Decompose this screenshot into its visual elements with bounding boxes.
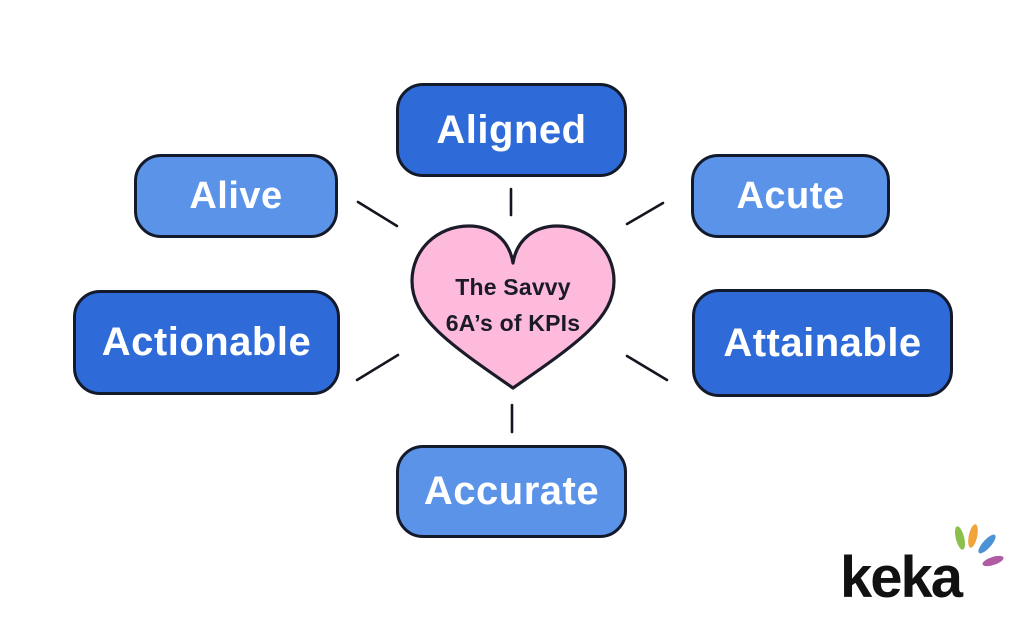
- node-actionable: Actionable: [73, 290, 340, 395]
- node-attainable: Attainable: [692, 289, 953, 397]
- node-actionable-label: Actionable: [101, 320, 312, 364]
- center-title-line2: 6A’s of KPIs: [445, 310, 581, 336]
- node-accurate: Accurate: [396, 445, 627, 538]
- connector-line-lower-right: [625, 354, 669, 382]
- node-acute: Acute: [691, 154, 890, 238]
- node-attainable-label: Attainable: [723, 320, 922, 365]
- keka-logo-text: keka: [840, 545, 963, 610]
- connector-line-upper-left: [356, 200, 399, 228]
- keka-logo: keka: [836, 516, 1008, 610]
- logo-rays-icon: [954, 524, 1004, 567]
- center-title-line1: The Savvy: [455, 274, 571, 300]
- node-aligned-label: Aligned: [436, 107, 587, 152]
- logo-ray-blue: [978, 534, 996, 554]
- center-title: The Savvy 6A’s of KPIs: [406, 269, 620, 341]
- connector-line-upper-right: [625, 201, 665, 226]
- heart-icon: [410, 224, 616, 390]
- node-aligned: Aligned: [396, 83, 627, 177]
- connector-line-lower-left: [355, 353, 400, 382]
- logo-ray-green: [954, 526, 966, 550]
- node-alive: Alive: [134, 154, 338, 238]
- node-acute-label: Acute: [736, 174, 845, 217]
- logo-ray-orange: [968, 524, 978, 548]
- node-accurate-label: Accurate: [423, 469, 600, 513]
- node-alive-label: Alive: [189, 174, 283, 217]
- logo-ray-purple: [982, 555, 1004, 567]
- center-heart: The Savvy 6A’s of KPIs: [406, 221, 620, 393]
